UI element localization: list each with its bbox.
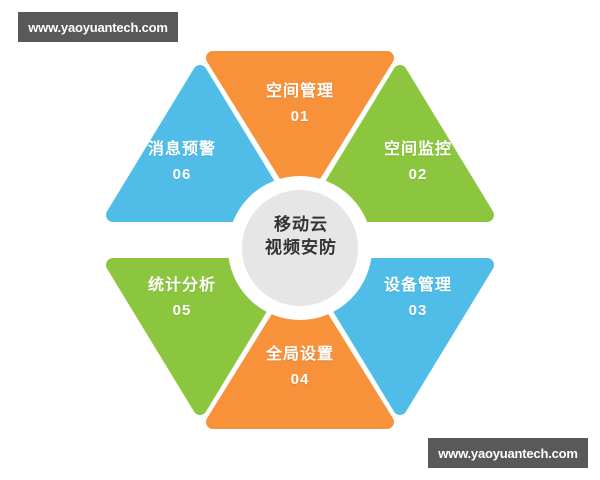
wedge-05-shape[interactable]: [106, 258, 294, 415]
wedge-03-shape[interactable]: [306, 258, 494, 415]
watermark-bottom-right: www.yaoyuantech.com: [428, 438, 588, 468]
wedge-04[interactable]: [206, 275, 394, 429]
wedge-02[interactable]: [306, 65, 494, 222]
wedge-06[interactable]: [106, 65, 294, 222]
watermark-top-left: www.yaoyuantech.com: [18, 12, 178, 42]
wedge-05[interactable]: [106, 258, 294, 415]
wedge-03[interactable]: [306, 258, 494, 415]
wedge-01-shape[interactable]: [206, 51, 394, 205]
wedge-04-shape[interactable]: [206, 275, 394, 429]
wedge-06-shape[interactable]: [106, 65, 294, 222]
center-disc: [242, 190, 358, 306]
wedge-01[interactable]: [206, 51, 394, 205]
wedge-02-shape[interactable]: [306, 65, 494, 222]
